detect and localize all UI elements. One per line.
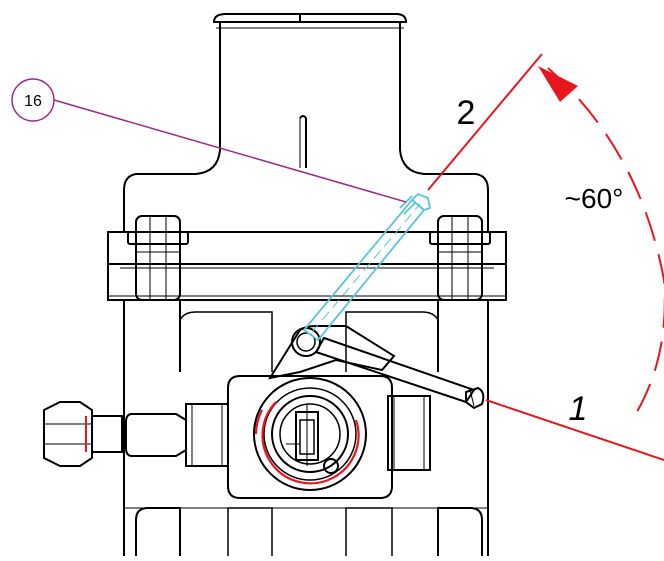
lever-position-2 xyxy=(302,192,432,342)
callout-16: 16 xyxy=(11,78,407,203)
callout-number: 16 xyxy=(24,93,42,110)
position-lines xyxy=(427,53,664,461)
lever-position-1 xyxy=(267,325,485,410)
rotation-indicator-arc xyxy=(261,401,360,485)
angle-arc xyxy=(547,67,664,421)
position-2-line xyxy=(427,53,543,191)
valve-body xyxy=(123,300,489,556)
left-inlet-fitting xyxy=(43,401,229,467)
position-1-label: 1 xyxy=(569,390,588,428)
position-2-label: 2 xyxy=(457,94,476,132)
central-valve-housing xyxy=(227,375,393,499)
angle-arrowhead xyxy=(538,66,578,102)
angle-label: ~60° xyxy=(565,183,624,214)
flange-assembly xyxy=(107,215,507,301)
right-outlet-port xyxy=(387,395,431,471)
valve-top-cap xyxy=(123,13,489,232)
position-1-line xyxy=(485,399,664,461)
